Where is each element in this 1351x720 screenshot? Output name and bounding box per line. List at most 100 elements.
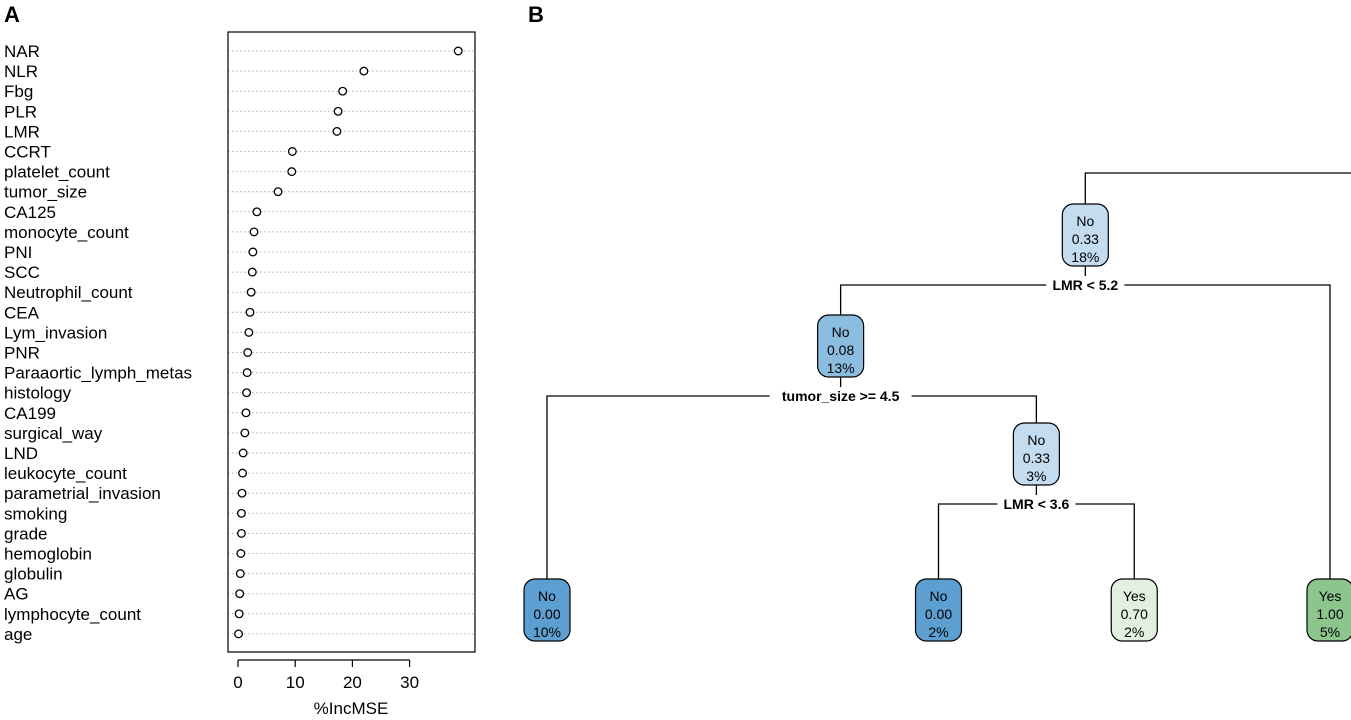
variable-label: LND bbox=[4, 444, 38, 463]
data-point bbox=[287, 147, 297, 156]
data-point bbox=[234, 609, 244, 619]
tree-node-probability: 0.33 bbox=[1023, 450, 1050, 466]
variable-label: AG bbox=[4, 585, 29, 604]
split-label-bg bbox=[997, 495, 1076, 513]
tree-node-percent: 2% bbox=[928, 624, 948, 640]
x-tick-label: 0 bbox=[233, 673, 242, 692]
data-point bbox=[238, 468, 248, 478]
tree-node-probability: 0.70 bbox=[1121, 606, 1148, 622]
tree-node-class: No bbox=[1076, 213, 1094, 229]
tree-node-probability: 0.00 bbox=[533, 606, 560, 622]
variable-label: Paraaortic_lymph_metas bbox=[4, 364, 192, 383]
data-point bbox=[252, 207, 262, 217]
data-point bbox=[245, 307, 255, 317]
variable-label: NLR bbox=[4, 62, 38, 81]
variable-label: Neutrophil_count bbox=[4, 283, 133, 302]
tree-node-box bbox=[1012, 422, 1060, 486]
variable-label: globulin bbox=[4, 565, 63, 584]
tree-edge bbox=[937, 503, 1135, 579]
data-point bbox=[287, 167, 297, 177]
x-tick-label: 20 bbox=[343, 673, 362, 692]
data-point bbox=[236, 528, 246, 538]
panel-label-b: B bbox=[528, 2, 544, 27]
tree-node-box bbox=[1306, 578, 1351, 642]
split-label-bg bbox=[769, 387, 912, 405]
tree-node-box bbox=[817, 314, 865, 378]
data-point bbox=[273, 187, 283, 197]
variable-label: leukocyte_count bbox=[4, 464, 127, 483]
variable-label: smoking bbox=[4, 504, 67, 523]
variable-label: hemoglobin bbox=[4, 545, 92, 564]
data-point bbox=[237, 488, 247, 498]
tree-node-box bbox=[1061, 203, 1109, 267]
plot-frame bbox=[227, 31, 476, 653]
tree-node-box bbox=[914, 578, 963, 642]
variable-label: PLR bbox=[4, 102, 37, 121]
data-point bbox=[359, 66, 369, 76]
data-point bbox=[240, 428, 250, 438]
data-point bbox=[235, 569, 245, 579]
data-point bbox=[236, 508, 246, 518]
variable-label: CCRT bbox=[4, 143, 51, 162]
variable-label: CEA bbox=[4, 303, 40, 322]
split-label: LMR < 5.2 bbox=[1052, 277, 1118, 293]
tree-node-percent: 13% bbox=[827, 360, 855, 376]
tree-node-probability: 0.08 bbox=[827, 342, 854, 358]
variable-label: lymphocyte_count bbox=[4, 605, 141, 624]
variable-label: PNR bbox=[4, 344, 40, 363]
tree-node-percent: 10% bbox=[533, 624, 561, 640]
variable-label: SCC bbox=[4, 263, 40, 282]
variable-label: histology bbox=[4, 384, 72, 403]
tree-edge bbox=[839, 284, 1331, 579]
panel-label-a: A bbox=[4, 2, 20, 27]
data-point bbox=[234, 629, 244, 639]
split-label-bg bbox=[1046, 276, 1125, 294]
tree-node-class: No bbox=[538, 588, 556, 604]
variable-label: NAR bbox=[4, 42, 40, 61]
x-tick-label: 10 bbox=[286, 673, 305, 692]
tree-node-probability: 0.00 bbox=[925, 606, 952, 622]
data-point bbox=[238, 448, 248, 458]
variable-label: platelet_count bbox=[4, 163, 110, 182]
tree-node-probability: 1.00 bbox=[1316, 606, 1343, 622]
variable-label: PNI bbox=[4, 243, 32, 262]
data-point bbox=[246, 287, 256, 297]
tree-node-percent: 5% bbox=[1320, 624, 1340, 640]
tree-node-box bbox=[523, 578, 571, 642]
data-point bbox=[242, 388, 252, 398]
tree-edge bbox=[546, 395, 1038, 579]
variable-label: grade bbox=[4, 524, 47, 543]
variable-label: CA199 bbox=[4, 404, 56, 423]
variable-label: Fbg bbox=[4, 82, 33, 101]
variable-label: surgical_way bbox=[4, 424, 103, 443]
x-axis-title: %IncMSE bbox=[314, 699, 389, 718]
data-point bbox=[241, 408, 251, 418]
tree-node-box bbox=[1110, 578, 1158, 642]
variable-label: CA125 bbox=[4, 203, 56, 222]
variable-label: tumor_size bbox=[4, 183, 87, 202]
tree-node-class: No bbox=[832, 324, 850, 340]
data-point bbox=[249, 227, 259, 237]
data-point bbox=[247, 267, 257, 277]
data-point bbox=[244, 327, 254, 337]
data-point bbox=[248, 247, 258, 257]
data-point bbox=[333, 106, 343, 116]
variable-label: parametrial_invasion bbox=[4, 484, 161, 503]
split-label: tumor_size >= 4.5 bbox=[782, 388, 900, 404]
tree-node-percent: 2% bbox=[1124, 624, 1144, 640]
variable-label: Lym_invasion bbox=[4, 323, 107, 342]
data-point bbox=[243, 348, 253, 357]
variable-label: age bbox=[4, 625, 32, 644]
data-point bbox=[242, 368, 252, 378]
data-point bbox=[338, 86, 348, 96]
variable-label: LMR bbox=[4, 122, 40, 141]
tree-edge bbox=[1084, 172, 1351, 204]
tree-node-class: No bbox=[1027, 432, 1045, 448]
split-label: LMR < 3.6 bbox=[1004, 496, 1070, 512]
tree-node-class: Yes bbox=[1319, 588, 1342, 604]
data-point bbox=[236, 549, 246, 558]
tree-node-percent: 3% bbox=[1026, 468, 1046, 484]
